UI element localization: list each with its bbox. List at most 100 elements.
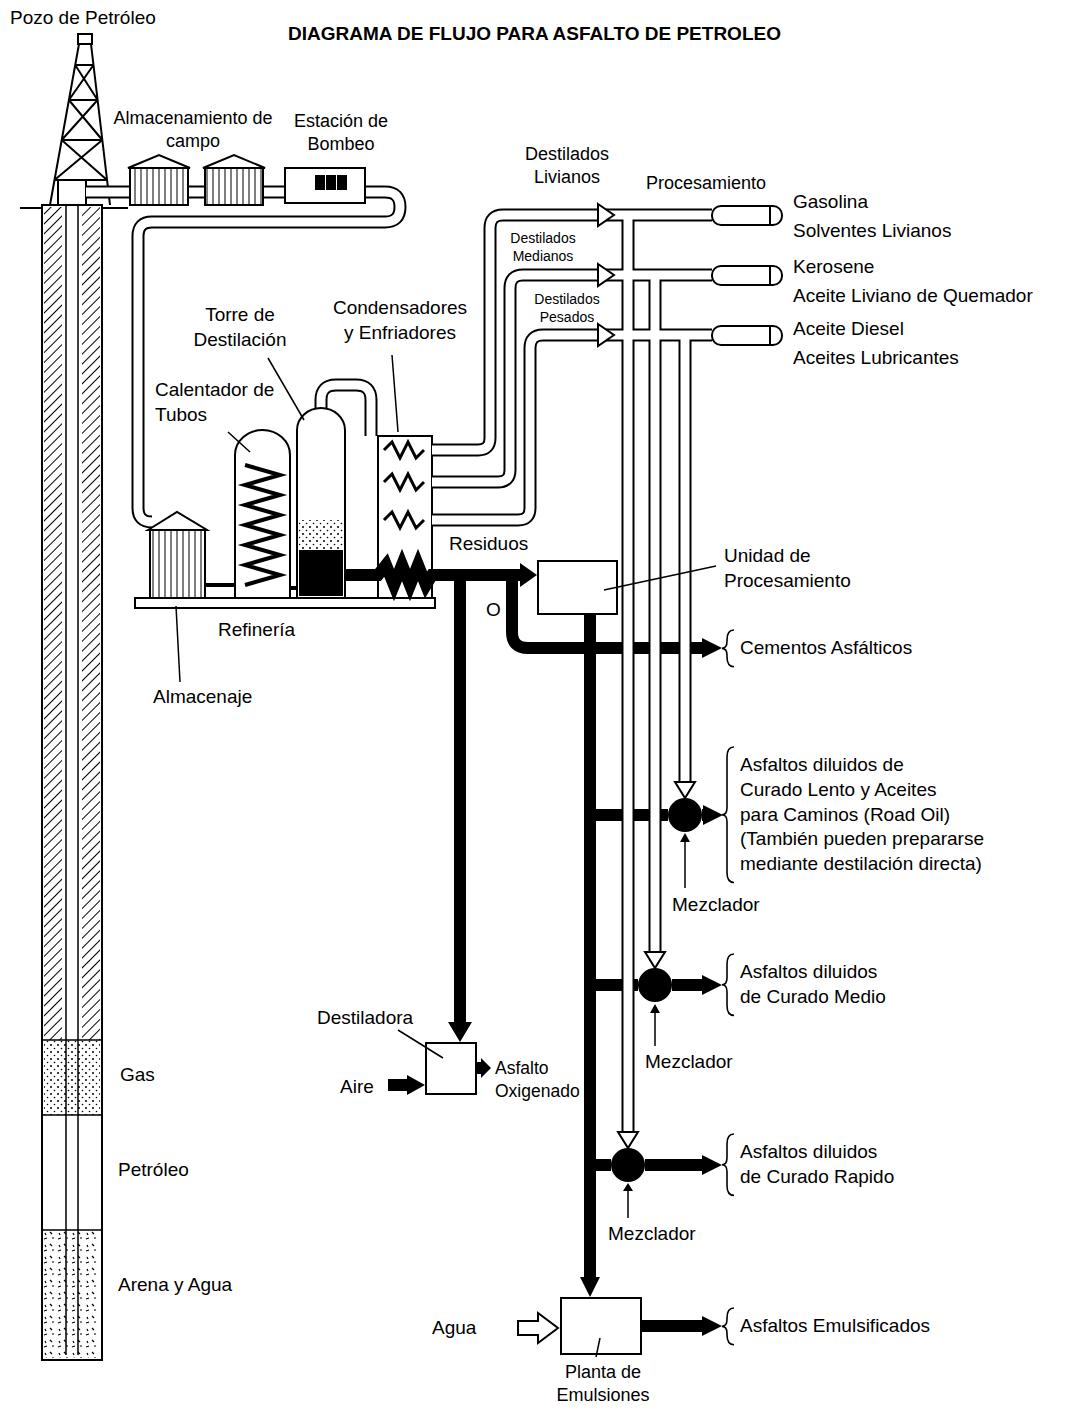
station-window bbox=[327, 176, 335, 189]
text-label: Aceite Diesel bbox=[793, 317, 1053, 342]
node-text: Destiladora bbox=[317, 1006, 437, 1031]
pipe-fill bbox=[432, 215, 712, 1132]
process-box: Destiladora bbox=[425, 1042, 477, 1095]
flow-arrow bbox=[598, 264, 614, 286]
process-box: Unidad de Procesamiento bbox=[537, 560, 618, 615]
text-label: Asfalto Oxigenado bbox=[495, 1057, 581, 1103]
bracket-shape bbox=[722, 628, 736, 669]
node-text: Cementos Asfálticos bbox=[740, 636, 1040, 661]
product-bracket: Asfaltos diluidos de Curado Rapido bbox=[722, 1132, 1062, 1197]
text-label: O bbox=[486, 598, 506, 623]
bracket-shape bbox=[722, 1132, 736, 1197]
bracket-stroke bbox=[722, 954, 734, 1015]
bracket-stroke bbox=[722, 1134, 734, 1195]
text-label: Gas bbox=[120, 1063, 180, 1088]
tank-ribs bbox=[130, 168, 188, 205]
text-label: Destilados Livianos bbox=[512, 143, 622, 190]
product-bracket: Cementos Asfálticos bbox=[722, 628, 1062, 669]
casing-hatch bbox=[44, 207, 62, 1040]
text-label: Torre de Destilación bbox=[180, 303, 300, 352]
node-text: Mezclador bbox=[672, 893, 782, 918]
flow-connector bbox=[584, 615, 596, 1277]
oil-well bbox=[20, 34, 128, 1360]
leader-lines bbox=[176, 355, 716, 1357]
process-box: Planta de Emulsiones bbox=[560, 1297, 642, 1355]
node-text: Asfaltos diluidos de Curado Rapido bbox=[740, 1140, 900, 1189]
product-bracket: Asfaltos Emulsificados bbox=[722, 1306, 1062, 1347]
residue-lines bbox=[345, 563, 590, 1343]
text-label: Destilados Medianos bbox=[500, 229, 586, 265]
text-label: Refinería bbox=[218, 618, 328, 643]
node-text: Mezclador bbox=[608, 1222, 718, 1247]
text-label: Destilados Pesados bbox=[524, 290, 610, 326]
mixer-circle: Mezclador bbox=[638, 968, 672, 1002]
product-bracket: Asfaltos diluidos de Curado Lento y Acei… bbox=[722, 745, 1062, 884]
text-label: Aire bbox=[340, 1075, 400, 1100]
node-text: Asfaltos diluidos de Curado Medio bbox=[740, 960, 900, 1009]
flow-arrow bbox=[407, 1075, 425, 1095]
mixer-circle: Mezclador bbox=[668, 798, 702, 832]
tower-speckle bbox=[299, 520, 343, 550]
leader-line bbox=[176, 355, 716, 1357]
mixer-circle: Mezclador bbox=[611, 1148, 645, 1182]
water-arrow bbox=[518, 1313, 558, 1343]
node-text: Mezclador bbox=[645, 1050, 755, 1075]
product-tank bbox=[712, 206, 782, 225]
diagram-title: DIAGRAMA DE FLUJO PARA ASFALTO DE PETROL… bbox=[288, 22, 781, 47]
flow-arrow bbox=[481, 1058, 491, 1078]
casing-hatch bbox=[82, 207, 100, 1040]
text-label: Gasolina bbox=[793, 190, 1053, 215]
text-label: Estación de Bombeo bbox=[282, 110, 400, 157]
tubing bbox=[66, 190, 78, 1355]
text-label: Calentador de Tubos bbox=[155, 378, 295, 427]
flow-connector bbox=[672, 979, 702, 991]
derrick-top bbox=[78, 34, 92, 44]
platform bbox=[135, 598, 435, 608]
flow-arrow bbox=[598, 204, 614, 226]
text-label: Arena y Agua bbox=[118, 1273, 258, 1298]
text-label: Kerosene bbox=[793, 255, 1053, 280]
leader-head bbox=[623, 1183, 633, 1191]
gas-zone bbox=[44, 1040, 100, 1115]
leader-head bbox=[680, 833, 690, 842]
product-tank bbox=[712, 326, 782, 345]
product-tank bbox=[712, 266, 782, 285]
text-label: Solventes Livianos bbox=[793, 219, 1053, 244]
tank-ribs bbox=[205, 168, 263, 205]
pipe-outline bbox=[432, 215, 712, 1132]
distillate-pipes bbox=[432, 215, 712, 1132]
tank-roof bbox=[148, 512, 207, 530]
text-label: Almacenaje bbox=[153, 685, 273, 710]
well-casing bbox=[42, 205, 102, 1360]
node-text: (También pueden prepararse mediante dest… bbox=[740, 827, 1040, 876]
wellhead bbox=[58, 180, 86, 205]
bracket-shape bbox=[722, 1306, 736, 1347]
derrick bbox=[50, 44, 110, 205]
text-label: Aceites Lubricantes bbox=[793, 346, 1053, 371]
condenser-coil bbox=[384, 442, 424, 528]
bracket-shape bbox=[722, 745, 736, 884]
pump-station bbox=[285, 168, 365, 203]
flow-arrow bbox=[448, 1022, 472, 1042]
tower-residue bbox=[299, 550, 343, 596]
sand-zone bbox=[44, 1230, 100, 1358]
bracket-stroke bbox=[722, 630, 734, 667]
field-storage bbox=[128, 155, 365, 205]
flow-connector bbox=[645, 1159, 702, 1171]
flow-arrow bbox=[598, 324, 614, 346]
text-label: Condensadores y Enfriadores bbox=[330, 296, 470, 345]
node-text: Unidad de Procesamiento bbox=[724, 544, 864, 593]
bracket-stroke bbox=[722, 1308, 734, 1345]
flow-arrow bbox=[520, 563, 537, 587]
node-text: Planta de Emulsiones bbox=[550, 1361, 656, 1408]
text-label: Residuos bbox=[449, 532, 535, 557]
distillation-tower bbox=[297, 408, 345, 598]
tank bbox=[130, 168, 188, 205]
tank-cap bbox=[769, 206, 771, 345]
flow-connector bbox=[702, 809, 703, 821]
text-label: Pozo de Petróleo bbox=[10, 6, 210, 31]
tank bbox=[205, 168, 263, 205]
text-label: Procesamiento bbox=[646, 172, 796, 195]
